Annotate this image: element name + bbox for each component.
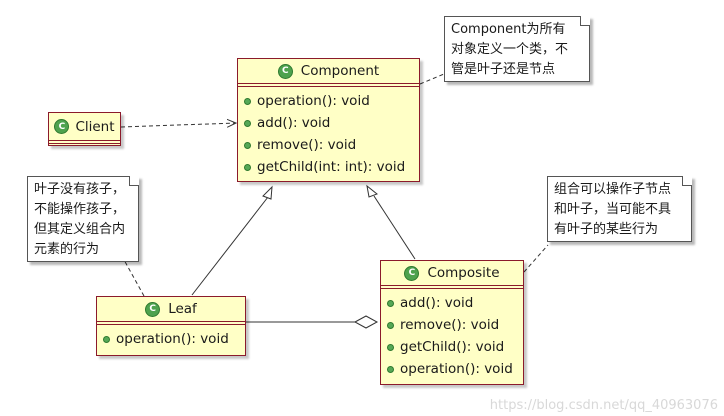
operation-label: add(): void bbox=[257, 115, 331, 131]
client-class-header: C Client bbox=[49, 113, 120, 144]
public-method-icon bbox=[244, 119, 251, 127]
note-connector-composite bbox=[523, 244, 549, 273]
leaf-class[interactable]: C Leaf operation(): void bbox=[96, 296, 246, 356]
composite-class[interactable]: C Composite add(): void remove(): void g… bbox=[380, 260, 524, 385]
composite-class-name: Composite bbox=[427, 265, 500, 281]
leaf-class-name: Leaf bbox=[168, 301, 197, 317]
composite-class-header: C Composite bbox=[381, 261, 523, 289]
class-icon: C bbox=[145, 301, 161, 317]
generalization-composite-component bbox=[373, 195, 416, 260]
public-method-icon bbox=[244, 163, 251, 171]
component-class-name: Component bbox=[300, 63, 380, 79]
public-method-icon bbox=[103, 335, 110, 343]
operation-row: remove(): void bbox=[387, 314, 523, 336]
public-method-icon bbox=[244, 141, 251, 149]
operation-row: add(): void bbox=[244, 112, 419, 134]
class-icon: C bbox=[277, 63, 293, 79]
public-method-icon bbox=[387, 343, 394, 351]
note-connector-component bbox=[419, 73, 445, 85]
operation-label: operation(): void bbox=[116, 331, 229, 347]
note-connector-leaf bbox=[122, 257, 145, 297]
component-class[interactable]: C Component operation(): void add(): voi… bbox=[237, 58, 420, 182]
operation-label: operation(): void bbox=[400, 361, 513, 377]
component-class-header: C Component bbox=[238, 59, 419, 87]
class-icon: C bbox=[54, 119, 70, 134]
public-method-icon bbox=[387, 365, 394, 373]
operation-row: operation(): void bbox=[244, 90, 419, 112]
operation-label: getChild(): void bbox=[400, 339, 505, 355]
aggregation-diamond bbox=[353, 315, 379, 329]
composite-note[interactable]: 组合可以操作子节点 和叶子，当可能不具 有叶子的某些行为 bbox=[547, 176, 692, 242]
dependency-client-component bbox=[120, 123, 236, 127]
component-note[interactable]: Component为所有 对象定义一个类，不 管是叶子还是节点 bbox=[444, 16, 590, 82]
operation-label: add(): void bbox=[400, 295, 474, 311]
operation-row: getChild(): void bbox=[387, 336, 523, 358]
operation-row: remove(): void bbox=[244, 134, 419, 156]
generalization-arrowhead-leaf bbox=[262, 185, 273, 200]
operation-label: operation(): void bbox=[257, 93, 370, 109]
public-method-icon bbox=[387, 299, 394, 307]
operation-label: remove(): void bbox=[257, 137, 357, 153]
public-method-icon bbox=[387, 321, 394, 329]
leaf-class-header: C Leaf bbox=[97, 297, 245, 325]
leaf-note[interactable]: 叶子没有孩子， 不能操作孩子， 但其定义组合内 元素的行为 bbox=[27, 176, 139, 262]
operation-label: remove(): void bbox=[400, 317, 500, 333]
operation-row: add(): void bbox=[387, 292, 523, 314]
operation-row: getChild(int: int): void bbox=[244, 156, 419, 178]
generalization-arrowhead-composite bbox=[366, 184, 378, 198]
composite-operations: add(): void remove(): void getChild(): v… bbox=[381, 286, 523, 382]
operation-row: operation(): void bbox=[103, 328, 245, 350]
operation-label: getChild(int: int): void bbox=[257, 159, 406, 175]
watermark: https://blog.csdn.net/qq_40963076 bbox=[489, 398, 718, 413]
leaf-operations: operation(): void bbox=[97, 322, 245, 352]
component-operations: operation(): void add(): void remove(): … bbox=[238, 84, 419, 180]
operation-row: operation(): void bbox=[387, 358, 523, 380]
generalization-leaf-component bbox=[191, 196, 269, 296]
public-method-icon bbox=[244, 97, 251, 105]
class-icon: C bbox=[404, 265, 420, 281]
client-class-name: Client bbox=[75, 118, 115, 135]
client-class[interactable]: C Client bbox=[48, 112, 121, 146]
